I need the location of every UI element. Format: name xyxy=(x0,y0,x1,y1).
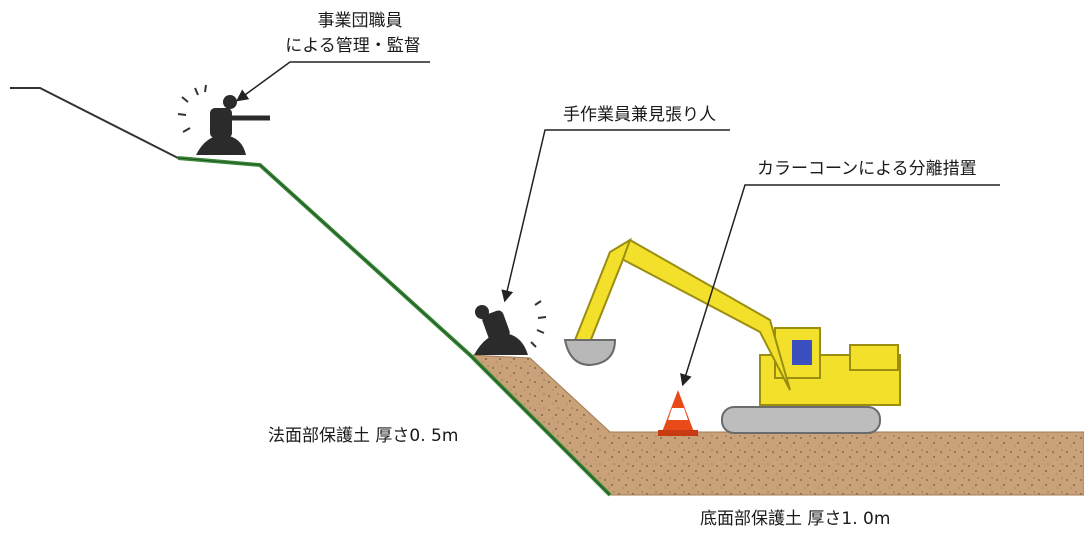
cone-leader xyxy=(680,184,1000,387)
supervisor-label-line1: 事業団職員 xyxy=(317,11,403,31)
slope-soil-label: 法面部保護土 厚さ0. 5m xyxy=(268,426,459,446)
supervisor-figure xyxy=(177,84,270,155)
cone-label: カラーコーンによる分離措置 xyxy=(757,159,977,179)
excavator-bucket xyxy=(563,339,617,367)
original-ground-line xyxy=(10,87,179,159)
excavator-arm xyxy=(573,237,632,344)
excavator xyxy=(563,237,901,434)
excavator-tracks xyxy=(721,406,881,434)
bottom-soil-label: 底面部保護土 厚さ1. 0m xyxy=(700,509,891,529)
traffic-cone xyxy=(658,390,698,436)
worker-label: 手作業員兼見張り人 xyxy=(563,105,716,125)
supervisor-leader xyxy=(236,61,430,102)
supervisor-label-line2: による管理・監督 xyxy=(285,36,421,56)
worker-figure xyxy=(474,300,547,355)
worker-leader xyxy=(501,129,730,303)
